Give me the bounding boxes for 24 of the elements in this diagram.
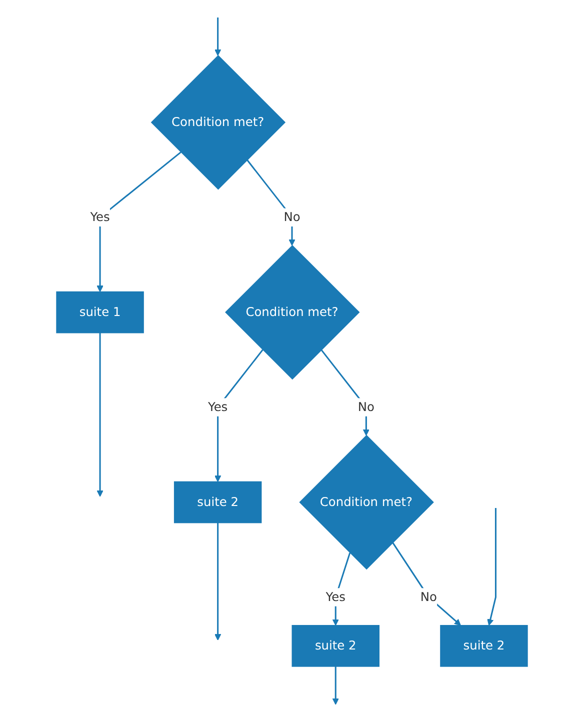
node-box: suite 1 <box>56 291 144 334</box>
arrow <box>96 152 182 292</box>
node-box: suite 2 <box>440 625 528 667</box>
edge-label: Yes <box>326 590 346 604</box>
edge-label: Yes <box>90 210 110 224</box>
arrow <box>392 542 461 626</box>
arrow <box>214 522 222 640</box>
node-diamond: Condition met? <box>150 55 286 190</box>
edge-label: No <box>284 210 300 224</box>
node-diamond: Condition met? <box>225 244 360 380</box>
arrow <box>96 332 104 497</box>
arrow <box>487 508 496 626</box>
arrow <box>214 18 222 56</box>
arrow <box>320 349 370 436</box>
node-box: suite 2 <box>174 481 262 524</box>
edge-label: No <box>358 400 374 414</box>
arrow <box>332 666 339 705</box>
edge-label: No <box>420 590 437 604</box>
node-diamond: Condition met? <box>299 434 434 570</box>
node-box: suite 2 <box>292 625 380 667</box>
arrow <box>332 552 351 626</box>
arrow <box>214 349 264 482</box>
edge-label: Yes <box>208 400 228 414</box>
arrow <box>246 159 296 246</box>
